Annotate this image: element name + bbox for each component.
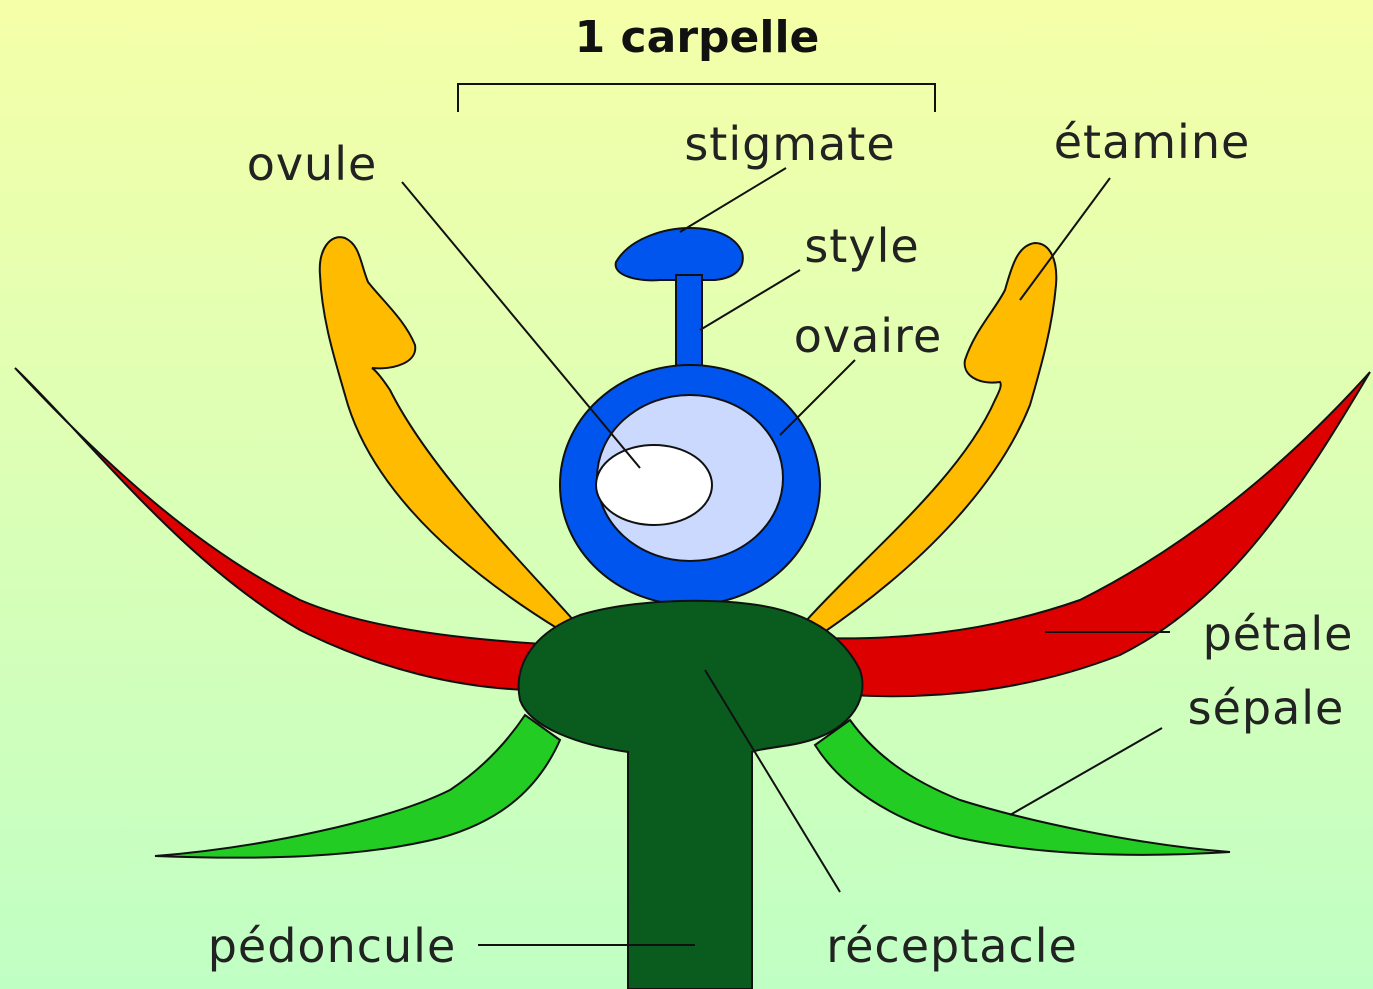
label-stigmate: stigmate [684, 117, 895, 171]
label-receptacle: réceptacle [826, 919, 1078, 973]
label-sepale: sépale [1188, 681, 1345, 735]
style-stalk [676, 275, 702, 375]
label-ovaire: ovaire [794, 309, 943, 363]
label-ovule: ovule [247, 137, 378, 191]
label-petale: pétale [1203, 607, 1354, 661]
label-pedoncule: pédoncule [208, 919, 457, 973]
label-style: style [804, 219, 919, 273]
ovule-shape [596, 445, 712, 525]
carpel-title: 1 carpelle [575, 12, 820, 63]
label-etamine: étamine [1054, 115, 1251, 169]
